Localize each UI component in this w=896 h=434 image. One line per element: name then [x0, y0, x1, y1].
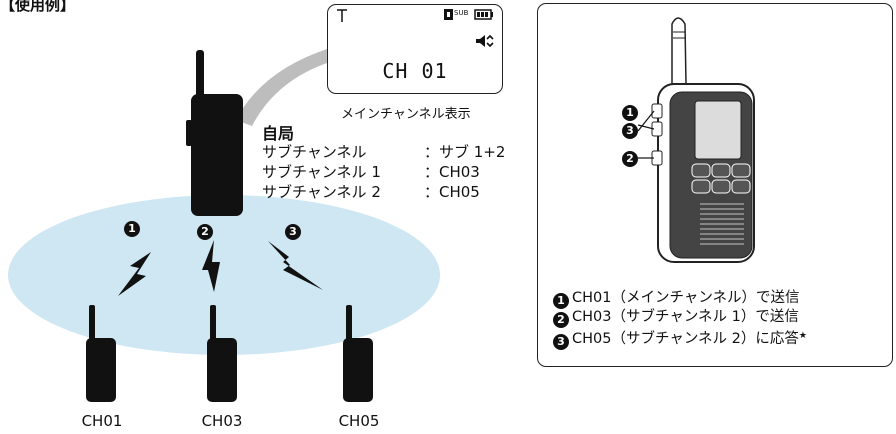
channel-label-ch01: CH01 [81, 412, 123, 430]
marker-1: 1 [124, 221, 140, 237]
lcd-callout-tail [236, 48, 330, 126]
own-station-title: 自局 [262, 124, 295, 143]
signal-bolt-3 [268, 241, 323, 290]
setting-row: サブチャンネル 2 ：CH05 [262, 182, 480, 202]
sub-indicator-label: SUB [454, 9, 469, 17]
speaker-icon [476, 35, 494, 47]
receiver-radio-ch05 [343, 305, 373, 402]
own-station-radio [186, 50, 243, 216]
receiver-radio-ch03 [207, 305, 237, 402]
star-icon: ★ [798, 331, 807, 341]
setting-row: サブチャンネル 1 ：CH03 [262, 162, 480, 182]
legend-marker: 3 [553, 334, 569, 350]
antenna-icon [337, 9, 347, 22]
coverage-area [8, 195, 440, 355]
setting-label: サブチャンネル [262, 143, 367, 161]
legend-text: CH05（サブチャンネル 2）に応答 [572, 331, 799, 347]
setting-label: サブチャンネル 2 [262, 183, 381, 201]
panel-marker-3: 3 [622, 123, 638, 139]
setting-row: サブチャンネル ：サブ 1+2 [262, 142, 505, 162]
lcd-display: SUB CH 01 [327, 4, 503, 94]
legend-text: CH03（サブチャンネル 1）で送信 [572, 309, 799, 325]
setting-label: サブチャンネル 1 [262, 163, 381, 181]
sub-indicator-icon [444, 9, 453, 20]
setting-value: ：サブ 1+2 [424, 143, 506, 161]
signal-bolt-1 [118, 252, 151, 296]
marker-2: 2 [197, 224, 213, 240]
legend-marker: 1 [553, 293, 569, 309]
battery-icon [474, 9, 493, 20]
panel-marker-1: 1 [622, 105, 638, 121]
signal-bolt-2 [202, 240, 220, 292]
lcd-channel-readout: CH 01 [382, 59, 448, 83]
handheld-radio-illustration [637, 17, 755, 263]
channel-label-ch05: CH05 [338, 412, 380, 430]
lcd-caption: メインチャンネル表示 [341, 107, 471, 122]
legend-text: CH01（メインチャンネル）で送信 [572, 290, 800, 306]
setting-value: ：CH03 [424, 163, 480, 181]
page-title: 【使用例】 [0, 0, 76, 14]
marker-3: 3 [285, 224, 301, 240]
legend-marker: 2 [553, 312, 569, 328]
receiver-radio-ch01 [86, 305, 116, 402]
diagram-graphics [86, 48, 373, 402]
panel-marker-2: 2 [622, 151, 638, 167]
setting-value: ：CH05 [424, 183, 480, 201]
channel-label-ch03: CH03 [201, 412, 243, 430]
radio-detail-panel: 1 3 2 [537, 3, 893, 367]
